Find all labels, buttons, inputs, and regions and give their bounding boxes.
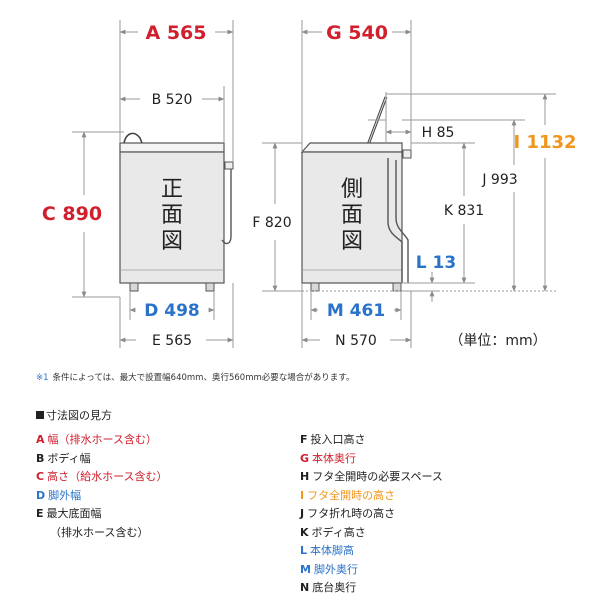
legend-letter: E — [36, 507, 44, 520]
dim-l-label: L 13 — [416, 253, 456, 273]
legend-letter: B — [36, 451, 45, 465]
front-view-label-2: 面 — [161, 203, 183, 228]
legend-letter: L — [300, 544, 308, 557]
side-view-label-3: 図 — [341, 229, 363, 254]
legend-subtext: （排水ホース含む） — [50, 525, 149, 539]
front-dimension-lines — [72, 20, 234, 348]
legend-letter: A — [36, 433, 45, 446]
legend-title-text: 寸法図の見方 — [46, 409, 112, 422]
dim-c-label: C 890 — [42, 203, 102, 225]
front-view-label-1: 正 — [161, 177, 183, 202]
front-body — [119, 151, 225, 284]
dim-m-label: M 461 — [327, 301, 385, 321]
side-view-machine — [300, 96, 412, 292]
drain-hose — [221, 164, 232, 245]
side-drain-hose — [387, 158, 403, 283]
unit-label: （単位：mm） — [449, 333, 546, 349]
dim-b-label: B 520 — [152, 92, 193, 108]
supply-hose — [123, 132, 143, 144]
dim-n-label: N 570 — [335, 333, 377, 349]
legend-text: フタ全開時の高さ — [307, 488, 396, 502]
front-foot-right — [205, 282, 215, 292]
dimension-diagram: 正 面 図 側 面 図 — [42, 20, 577, 349]
legend-letter: J — [300, 507, 305, 520]
dim-a-label: A 565 — [146, 22, 207, 44]
legend-text: 幅（排水ホース含む） — [47, 433, 157, 446]
dim-g-label: G 540 — [326, 22, 388, 44]
legend-text: 本体脚高 — [310, 544, 355, 557]
legend-letter: N — [300, 581, 310, 594]
legend-text: 底台奥行 — [312, 581, 357, 594]
front-foot-left — [129, 282, 139, 292]
dim-e-label: E 565 — [152, 333, 192, 349]
legend-text: ボディ幅 — [47, 451, 91, 465]
side-dimension-lines — [262, 20, 556, 348]
side-view-label-1: 側 — [341, 177, 363, 202]
legend-letter: H — [300, 470, 310, 483]
front-top-band — [119, 142, 225, 153]
footnote-mark: ※1 — [36, 373, 49, 383]
dim-f-label: F 820 — [252, 215, 291, 231]
legend-text: 脚外奥行 — [313, 562, 358, 576]
footnote-text: 条件によっては、最大で設置幅640mm、奥行560mm必要な場合があります。 — [52, 373, 355, 383]
legend-letter: K — [300, 525, 309, 539]
legend-text: フタ折れ時の高さ — [307, 507, 396, 520]
front-view-label-3: 図 — [161, 229, 183, 254]
legend-letter: F — [300, 433, 308, 446]
legend-text: フタ全開時の必要スペース — [312, 470, 443, 483]
legend-text: 投入口高さ — [310, 433, 366, 446]
side-body — [301, 151, 403, 284]
legend-text: 高さ（給水ホース含む） — [47, 470, 168, 483]
side-top-panel — [300, 142, 403, 153]
dim-h-label: H 85 — [422, 125, 455, 141]
legend-title: 寸法図の見方 — [36, 407, 112, 423]
legend-text: 脚外幅 — [48, 488, 82, 502]
legend-letter: G — [300, 451, 310, 465]
dim-k-label: K 831 — [444, 203, 484, 219]
legend-letter: D — [36, 488, 46, 502]
dim-i-label: I 1132 — [513, 132, 576, 153]
square-bullet-icon — [36, 411, 44, 419]
legend-text: ボディ高さ — [311, 525, 366, 539]
dim-d-label: D 498 — [144, 301, 200, 321]
legend-letter: I — [300, 488, 305, 502]
side-view-label-2: 面 — [341, 203, 363, 228]
dim-j-label: J 993 — [481, 172, 517, 188]
front-view-machine — [119, 132, 234, 292]
legend-text: 本体奥行 — [312, 451, 357, 465]
side-foot-left — [310, 282, 320, 292]
legend-letter: M — [300, 562, 311, 576]
legend-text: 最大底面幅 — [46, 507, 102, 520]
legend-letter: C — [36, 470, 45, 483]
side-foot-right — [392, 282, 402, 292]
